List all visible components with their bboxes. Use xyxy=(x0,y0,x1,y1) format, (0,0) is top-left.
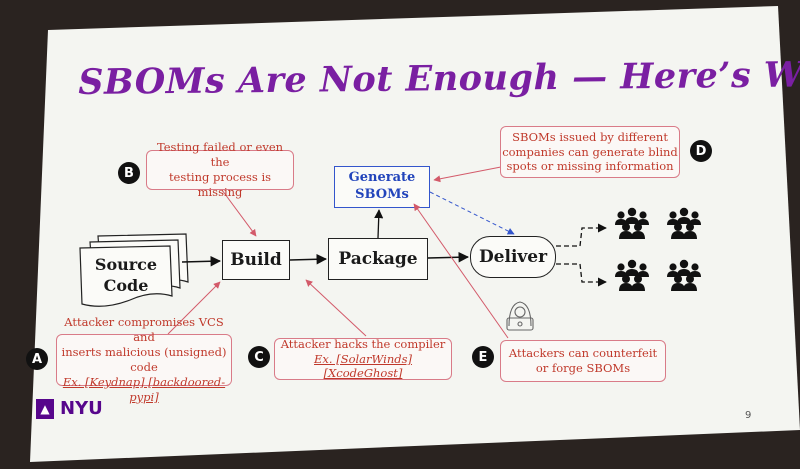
note-d-line-2: companies can generate blind xyxy=(502,144,678,159)
note-a: Attacker compromises VCS and inserts mal… xyxy=(56,315,232,404)
generate-sboms-line-2: SBOMs xyxy=(355,187,409,202)
badge-b: B xyxy=(118,162,140,184)
note-d-line-3: spots or missing information xyxy=(506,159,674,174)
deliver-stage: Deliver xyxy=(470,236,556,278)
note-b-line-1: Testing failed or even the xyxy=(156,140,284,170)
badge-d: D xyxy=(690,140,712,162)
badge-e: E xyxy=(472,346,494,368)
note-a-line-1: Attacker compromises VCS and xyxy=(64,315,224,345)
nyu-logo: ▲ NYU xyxy=(36,398,103,419)
note-c: Attacker hacks the compiler Ex. [SolarWi… xyxy=(274,336,452,381)
badge-c: C xyxy=(248,346,270,368)
source-code-line-2: Code xyxy=(103,276,149,295)
note-a-example: Ex. [Keydnap] [backdoored-pypi] xyxy=(62,374,226,404)
build-stage: Build xyxy=(222,240,290,280)
source-code-line-1: Source xyxy=(94,255,158,275)
badge-a: A xyxy=(26,348,48,370)
package-stage: Package xyxy=(328,238,428,280)
nyu-torch-icon: ▲ xyxy=(36,398,54,419)
nyu-logo-text: NYU xyxy=(60,398,103,419)
note-c-line-1: Attacker hacks the compiler xyxy=(280,336,446,351)
note-e-line-1: Attackers can counterfeit xyxy=(508,346,658,361)
page-number: 9 xyxy=(745,410,752,421)
source-code-label: Source Code xyxy=(86,254,166,298)
generate-sboms-box: Generate SBOMs xyxy=(334,166,430,208)
note-a-line-2: inserts malicious (unsigned) code xyxy=(61,345,227,374)
note-b: Testing failed or even the testing proce… xyxy=(146,140,294,199)
note-d-line-1: SBOMs issued by different xyxy=(512,129,668,144)
note-e: Attackers can counterfeit or forge SBOMs xyxy=(500,340,666,382)
generate-sboms-line-1: Generate xyxy=(348,170,416,186)
note-c-example: Ex. [SolarWinds] [XcodeGhost] xyxy=(314,351,412,381)
note-b-line-2: testing process is missing xyxy=(168,170,272,199)
note-e-line-2: or forge SBOMs xyxy=(535,361,631,375)
note-d: SBOMs issued by different companies can … xyxy=(500,126,680,178)
slide-title: SBOMs Are Not Enough — Here’s Why xyxy=(78,53,800,103)
